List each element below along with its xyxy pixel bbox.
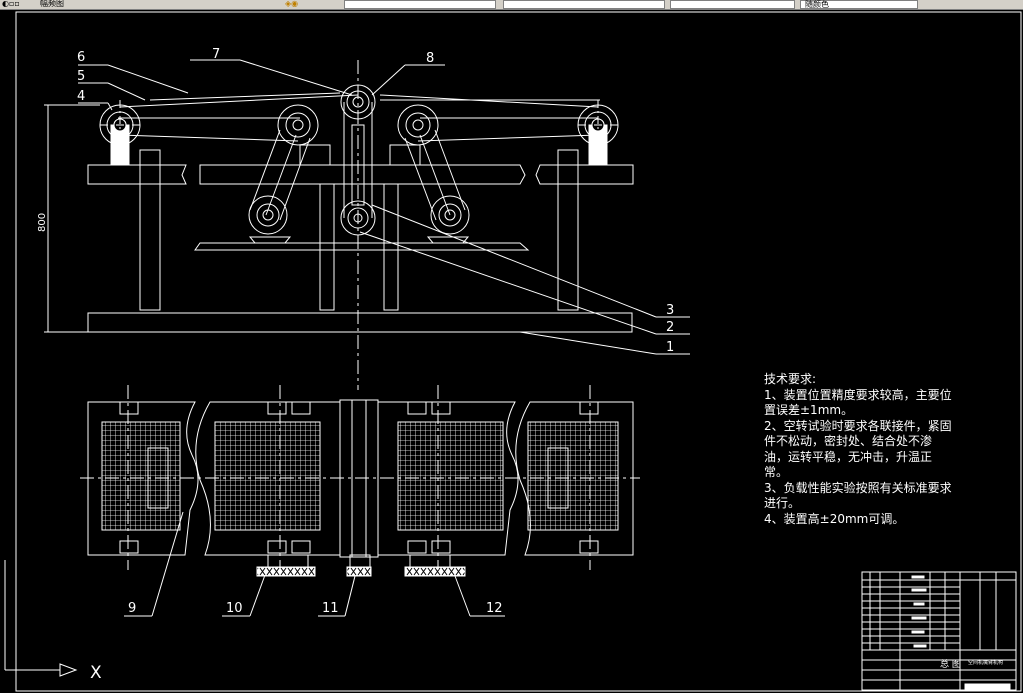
linetype-dropdown[interactable] [503,0,665,9]
drawing-canvas[interactable]: 800 6 5 4 7 8 3 2 1 [0,10,1023,693]
toolbar-title-fragment: 幅频图 [40,0,64,8]
leaders-top [124,511,505,617]
dimension-height: 800 [37,104,100,333]
part-label-7: 7 [212,47,220,62]
pulley-center-left [277,104,319,146]
part-label-8: 8 [426,51,434,66]
ucs-x-label: X [90,663,102,683]
part-label-10: 10 [226,601,243,616]
pulley-lower-left [248,195,288,235]
part-label-11: 11 [322,601,339,616]
pulley-lower-right [430,195,470,235]
part-label-6: 6 [77,50,85,65]
technical-requirement-1: 1、装置位置精度要求较高，主要位置误差±1mm。 [764,387,952,418]
top-view [80,385,640,577]
pulley-center-right [397,104,439,146]
front-view [87,60,634,390]
technical-requirement-4: 4、装置高±20mm可调。 [764,511,905,526]
toolbar: ◐▫▫ 幅频图 ◈◉ 随颜色 [0,0,1023,10]
layer-dropdown[interactable] [344,0,496,9]
technical-requirement-2: 2、空转试验时要求各联接件，紧固件不松动，密封处、结合处不渗油，运转平稳，无冲击… [764,418,952,480]
color-dropdown[interactable]: 随颜色 [800,0,918,9]
part-label-3: 3 [666,303,674,318]
lineweight-dropdown[interactable] [670,0,795,9]
drawing-frame [15,11,1022,692]
title-block-drawing-name: 空间机械臂机构 [968,659,1003,666]
part-label-9: 9 [128,601,136,616]
part-label-5: 5 [77,69,85,84]
part-label-2: 2 [666,320,674,335]
technical-requirements-title: 技术要求: [764,372,817,386]
leaders-front [78,59,690,355]
technical-requirement-3: 3、负载性能实验按照有关标准要求进行。 [764,480,952,511]
part-label-1: 1 [666,340,674,355]
part-label-4: 4 [77,89,85,104]
toolbar-icons[interactable]: ◐▫▫ [2,0,20,8]
part-label-12: 12 [486,601,503,616]
layer-icons[interactable]: ◈◉ [285,0,299,8]
dimension-height-text: 800 [37,213,48,232]
technical-requirements: 技术要求: 1、装置位置精度要求较高，主要位置误差±1mm。 2、空转试验时要求… [764,372,954,527]
ucs-icon [4,560,78,677]
title-block-drawing-type: 总 图 [940,658,961,670]
title-block [861,571,1017,691]
